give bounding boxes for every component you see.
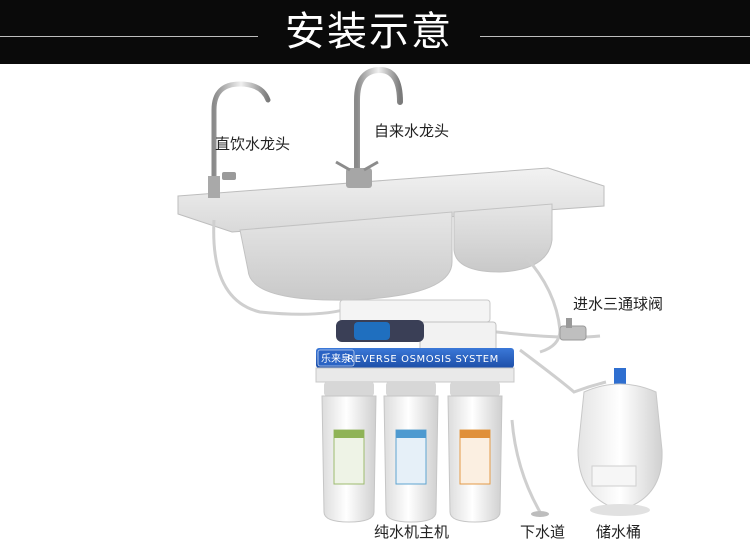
sink xyxy=(177,167,605,301)
direct-drinking-faucet xyxy=(208,81,271,198)
label-inlet-valve: 进水三通球阀 xyxy=(573,295,664,313)
tap-water-faucet xyxy=(335,66,403,188)
header-rule-left xyxy=(0,36,258,37)
label-drain: 下水道 xyxy=(520,523,566,541)
purifier-system-name: REVERSE OSMOSIS SYSTEM xyxy=(347,354,499,365)
drain-outlet xyxy=(531,511,549,517)
header-rule-right xyxy=(480,36,750,37)
hoses xyxy=(212,219,607,513)
label-purifier-unit: 纯水机主机 xyxy=(374,523,450,541)
label-direct-drinking-faucet: 直饮水龙头 xyxy=(215,135,291,153)
installation-diagram: 乐来泉 REVERSE OSMOSIS SYSTEM xyxy=(177,66,663,523)
purifier-unit: 乐来泉 REVERSE OSMOSIS SYSTEM xyxy=(315,299,515,523)
label-tap-water-faucet: 自来水龙头 xyxy=(374,122,450,140)
storage-tank xyxy=(577,368,663,516)
filter-housing xyxy=(447,382,503,523)
page-title: 安装示意 xyxy=(285,9,453,55)
inlet-tee-valve xyxy=(559,318,587,341)
filter-housing xyxy=(321,382,377,523)
purifier-brand: 乐来泉 xyxy=(321,352,351,365)
filter-housing xyxy=(383,382,439,523)
header-banner: 安装示意 xyxy=(0,0,750,64)
label-storage-tank: 储水桶 xyxy=(596,523,642,541)
